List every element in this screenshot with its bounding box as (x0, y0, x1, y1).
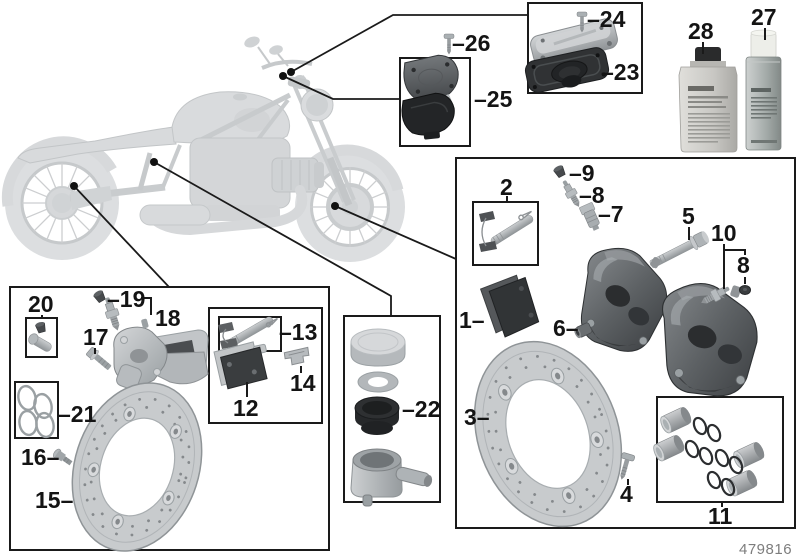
callout-12[interactable]: 12 (233, 395, 259, 421)
callout-10[interactable]: 10 (711, 220, 737, 246)
reservoir-body (350, 448, 433, 507)
reservoir-diaphragm (354, 396, 400, 435)
leader-cover-kit (282, 75, 399, 100)
leader-lines (70, 14, 527, 315)
callout-23[interactable]: –23 (601, 59, 639, 85)
front-brake-disc (473, 340, 623, 528)
callout-19[interactable]: –19 (107, 286, 145, 312)
front-retainer-kit-contents (479, 210, 534, 252)
rear-brake-pads (213, 341, 268, 390)
box-front-retainer-kit (472, 201, 539, 266)
front-brake-pads (479, 274, 540, 338)
doc-number: 479816 (739, 541, 792, 558)
callout-24[interactable]: –24 (587, 6, 626, 32)
rear-retainer-kit-contents (218, 316, 278, 349)
fitting-7 (579, 202, 600, 231)
callout-21[interactable]: –21 (58, 401, 97, 427)
callout-13[interactable]: –13 (279, 319, 317, 345)
leader-front-reservoir-kit (290, 14, 527, 73)
callout-8b[interactable]: 8 (737, 252, 750, 278)
callout-3[interactable]: 3– (464, 404, 490, 430)
label-connectors (41, 28, 766, 507)
callout-27[interactable]: 27 (751, 4, 777, 30)
nut-8 (739, 285, 751, 295)
callout-2[interactable]: 2 (500, 174, 513, 200)
leader-rear-reservoir (153, 161, 392, 315)
callout-labels: 1– 2 3– 4 5 6– –7 –8 8 –9 10 11 12 –13 1… (21, 4, 777, 529)
caliper-bolt-17 (86, 347, 112, 370)
bolt-kit-contents (28, 320, 52, 352)
front-reservoir-diaphragm (524, 47, 610, 93)
callout-14[interactable]: 14 (290, 370, 316, 396)
reservoir-cap (350, 328, 406, 367)
callout-28[interactable]: 28 (688, 18, 714, 44)
brake-fluid-bottle (678, 47, 738, 153)
callout-4[interactable]: 4 (620, 481, 633, 507)
reservoir-washer (357, 371, 399, 393)
callout-9[interactable]: –9 (569, 160, 595, 186)
leader-front-brake (334, 205, 457, 260)
mirror (244, 36, 289, 67)
callout-18[interactable]: 18 (155, 305, 181, 331)
callout-8[interactable]: –8 (579, 182, 605, 208)
leader-rear-brake (73, 185, 170, 288)
callout-5[interactable]: 5 (682, 203, 695, 229)
disc-screw-16 (53, 448, 73, 466)
motorcycle-illustration (1, 36, 405, 262)
rear-brake-caliper (113, 318, 209, 390)
callout-16[interactable]: 16– (21, 444, 60, 470)
pad-damper-6 (574, 322, 593, 339)
callout-6[interactable]: 6– (553, 315, 579, 341)
callout-1[interactable]: 1– (459, 307, 485, 333)
callout-20[interactable]: 20 (28, 291, 54, 317)
rear-brake-disc (71, 382, 203, 552)
callout-26[interactable]: –26 (452, 30, 490, 56)
callout-15[interactable]: 15– (35, 487, 74, 513)
callout-11[interactable]: 11 (708, 503, 733, 529)
callout-22[interactable]: –22 (402, 396, 440, 422)
callout-25[interactable]: –25 (474, 86, 513, 112)
caliper-bolt-5 (649, 231, 710, 268)
callout-7[interactable]: –7 (598, 201, 624, 227)
disc-bobbins (87, 406, 182, 530)
disc-bobbins (498, 367, 604, 504)
seal-ring-kit-contents (17, 384, 55, 439)
front-reservoir-cover (530, 18, 618, 66)
brake-cleaner-spray (745, 29, 782, 151)
callout-17[interactable]: 17 (83, 324, 109, 350)
cover-kit-diaphragm (401, 92, 455, 140)
piston-seal-kit-contents (650, 405, 767, 499)
retainer-clip-14 (283, 346, 310, 366)
rear-reservoir-stack (350, 328, 433, 507)
